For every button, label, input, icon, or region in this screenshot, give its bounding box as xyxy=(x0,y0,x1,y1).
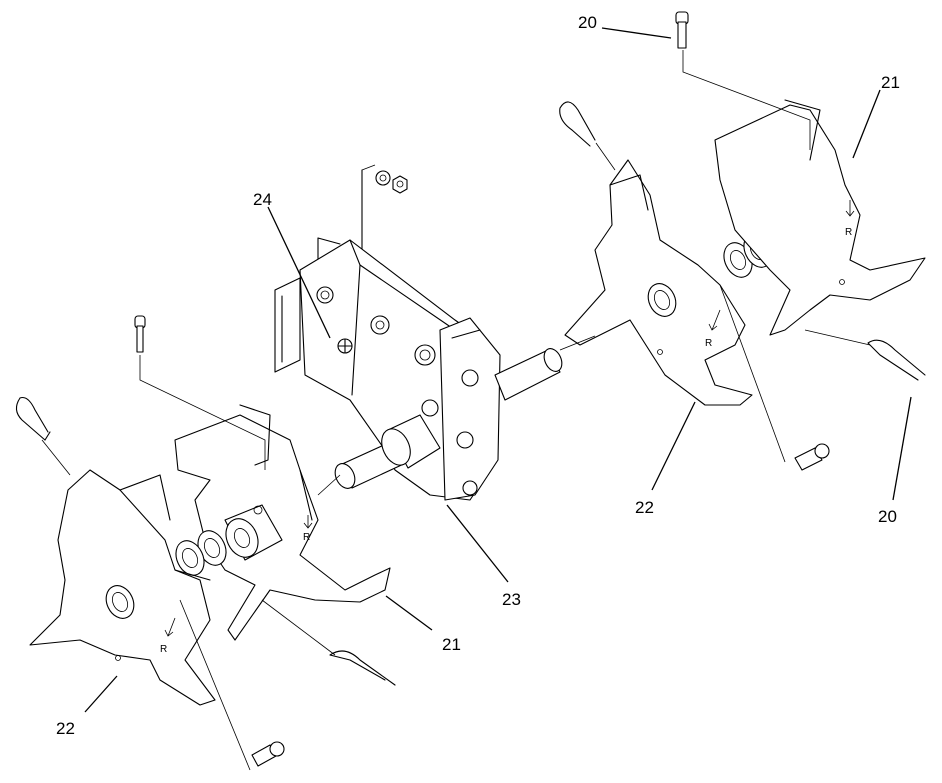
callout-24: 24 xyxy=(253,190,331,339)
callout-label: 21 xyxy=(442,635,461,654)
callout-label: 21 xyxy=(881,73,900,92)
left-spacer-washers xyxy=(175,530,227,576)
left-hub-collar xyxy=(224,504,283,561)
right-hairpin-clip-top xyxy=(559,101,596,147)
callout-23: 23 xyxy=(446,504,521,609)
callout-22-right: 22 xyxy=(635,401,696,517)
callout-label: 22 xyxy=(56,719,75,738)
callout-20-top: 20 xyxy=(578,13,672,39)
right-outer-tine: R xyxy=(714,99,926,336)
left-outer-tine: R xyxy=(29,469,216,706)
left-hairpin-clip-bottom xyxy=(329,650,396,686)
right-shaft xyxy=(494,348,563,401)
left-shaft xyxy=(334,414,441,489)
callout-label: 20 xyxy=(878,507,897,526)
alignment-lines xyxy=(41,50,871,771)
right-clevis-pin-top xyxy=(675,11,689,49)
callout-label: 20 xyxy=(578,13,597,32)
rotation-mark-right-inner: R xyxy=(705,338,712,349)
callout-21-right: 21 xyxy=(852,73,900,159)
right-clevis-pin-bottom xyxy=(794,443,830,471)
rotation-mark-left-outer: R xyxy=(160,644,167,655)
callout-label: 24 xyxy=(253,190,272,209)
left-clevis-pin-top xyxy=(134,315,146,353)
gearbox-housing xyxy=(274,164,501,501)
callout-20-right: 20 xyxy=(878,396,912,526)
callout-21-left: 21 xyxy=(385,595,461,654)
left-inner-tine: R xyxy=(174,404,391,641)
callout-22-left: 22 xyxy=(56,675,118,738)
callout-label: 23 xyxy=(502,590,521,609)
right-inner-tine: R xyxy=(564,159,753,406)
left-clevis-pin-bottom xyxy=(251,741,285,767)
left-hairpin-clip-top xyxy=(15,396,51,441)
rotation-mark-right: R xyxy=(845,227,852,238)
right-hairpin-clip-bottom xyxy=(867,339,926,381)
callout-label: 22 xyxy=(635,498,654,517)
rotation-mark-left: R xyxy=(303,532,310,543)
